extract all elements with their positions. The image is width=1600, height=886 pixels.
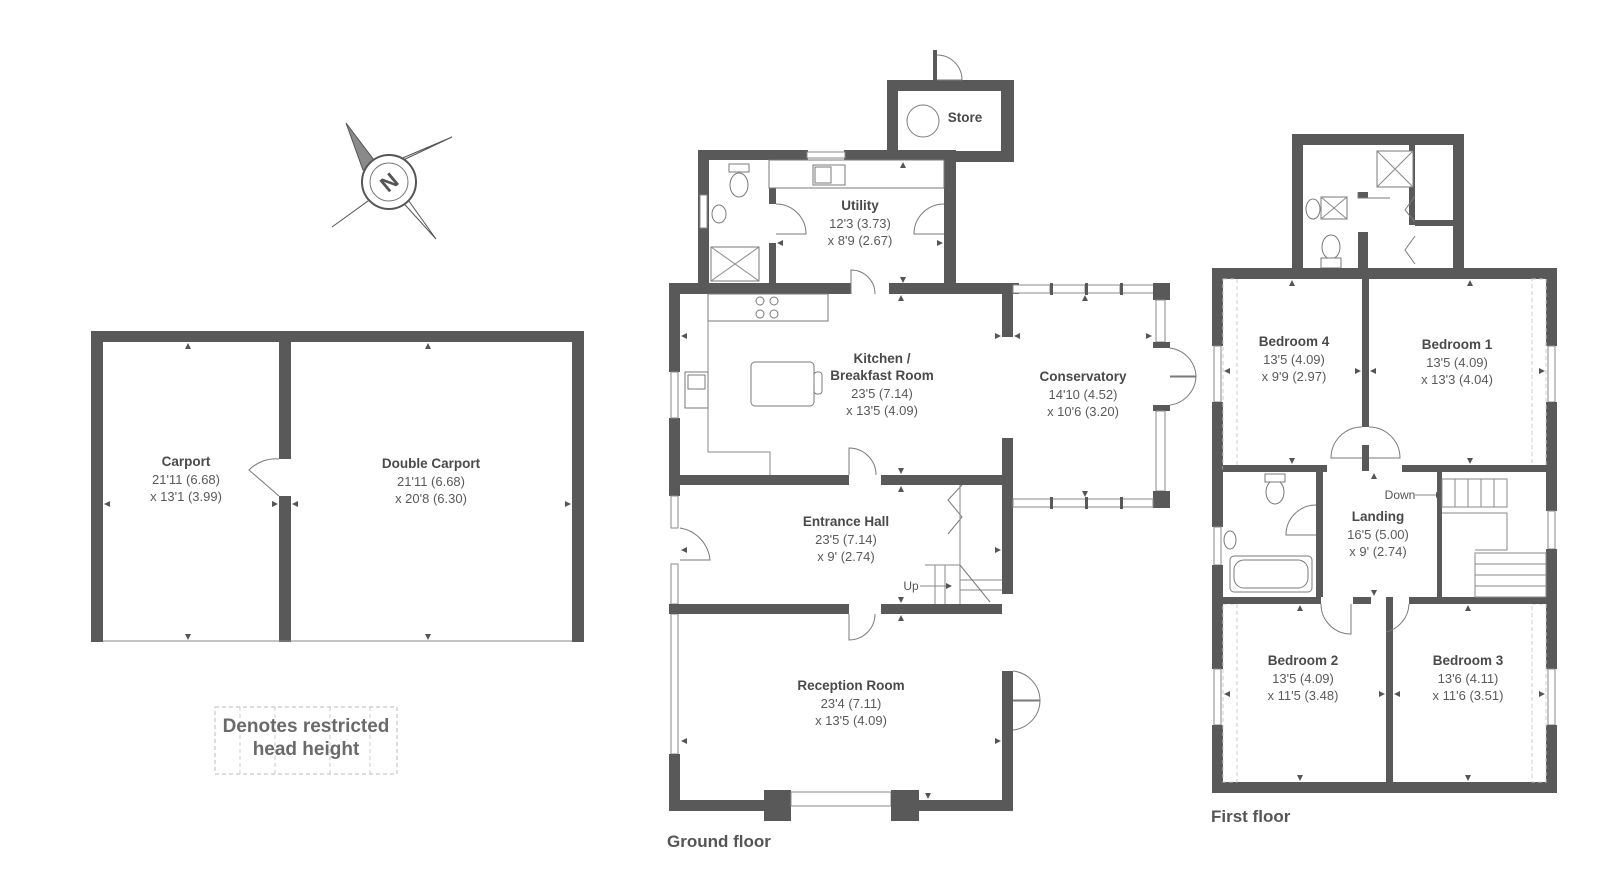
double-carport-name: Double Carport (382, 456, 481, 471)
compass: N (331, 122, 453, 240)
entrance-hall-dim-2: x 9' (2.74) (817, 549, 874, 564)
kitchen-name-line-2: Breakfast Room (830, 368, 934, 383)
conservatory-dim-2: x 10'6 (3.20) (1047, 404, 1119, 419)
landing-dim-1: 16'5 (5.00) (1347, 527, 1409, 542)
legend-line-1: Denotes restricted (223, 716, 390, 737)
conservatory-dim-1: 14'10 (4.52) (1049, 387, 1118, 402)
entrance-hall-dim-1: 23'5 (7.14) (815, 532, 877, 547)
kitchen-name-line-1: Kitchen / (853, 351, 910, 366)
landing-dim-2: x 9' (2.74) (1349, 544, 1406, 559)
double-carport-dim-1: 21'11 (6.68) (397, 474, 465, 489)
first-floor-label: First floor (1211, 807, 1291, 826)
bedroom-1-name: Bedroom 1 (1422, 337, 1493, 352)
utility-dim-2: x 8'9 (2.67) (828, 233, 893, 248)
conservatory-name: Conservatory (1039, 369, 1127, 384)
bedroom-1-dim-1: 13'5 (4.09) (1426, 355, 1488, 370)
bedroom-2-name: Bedroom 2 (1268, 653, 1339, 668)
bedroom-1-dim-2: x 13'3 (4.04) (1421, 372, 1493, 387)
first-floor: Down Bedroom 4 13'5 (4.09) x 9'9 (2.97) … (1211, 134, 1557, 826)
kitchen-dim-2: x 13'5 (4.09) (846, 403, 918, 418)
store-name: Store (948, 110, 983, 125)
reception-room-dim-2: x 13'5 (4.09) (815, 713, 887, 728)
double-carport-dim-2: x 20'8 (6.30) (395, 491, 467, 506)
ground-floor: Store Utility 12'3 (3.73) x 8'9 (2.67) (667, 50, 1197, 851)
utility-name: Utility (841, 198, 879, 213)
reception-room-name: Reception Room (797, 678, 904, 693)
legend-line-2: head height (253, 739, 360, 760)
bedroom-3-dim-2: x 11'6 (3.51) (1433, 688, 1504, 703)
bedroom-3-name: Bedroom 3 (1433, 653, 1504, 668)
restricted-head-height-legend: Denotes restricted head height (214, 706, 398, 775)
bedroom-4-dim-1: 13'5 (4.09) (1263, 352, 1325, 367)
stairs-up-label: Up (903, 579, 919, 593)
bedroom-2-dim-1: 13'5 (4.09) (1272, 671, 1334, 686)
outbuilding: Carport 21'11 (6.68) x 13'1 (3.99) Doubl… (91, 331, 584, 642)
stairs-down-label: Down (1385, 488, 1416, 502)
utility-dim-1: 12'3 (3.73) (829, 216, 891, 231)
bedroom-4-dim-2: x 9'9 (2.97) (1262, 369, 1327, 384)
bedroom-4-name: Bedroom 4 (1259, 334, 1330, 349)
carport-name: Carport (162, 454, 211, 469)
kitchen-dim-1: 23'5 (7.14) (851, 386, 913, 401)
ground-floor-label: Ground floor (667, 832, 771, 851)
entrance-hall-name: Entrance Hall (803, 514, 889, 529)
bedroom-2-dim-2: x 11'5 (3.48) (1268, 688, 1339, 703)
carport-dim-1: 21'11 (6.68) (152, 472, 220, 487)
bedroom-3-dim-1: 13'6 (4.11) (1438, 671, 1499, 686)
landing-name: Landing (1352, 509, 1405, 524)
carport-dim-2: x 13'1 (3.99) (150, 489, 222, 504)
reception-room-dim-1: 23'4 (7.11) (821, 696, 882, 711)
